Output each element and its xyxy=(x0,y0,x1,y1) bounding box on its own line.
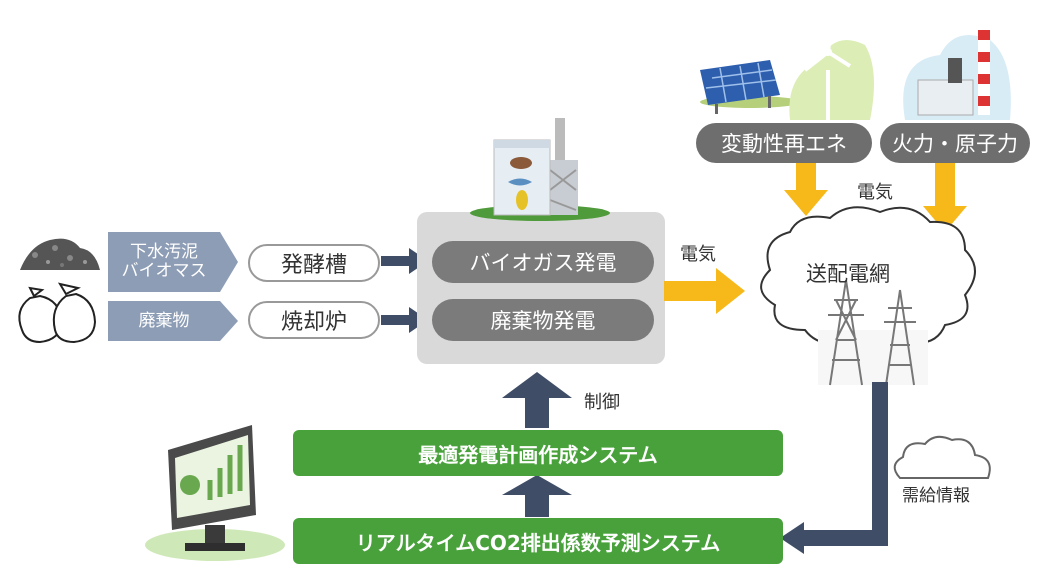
input-label-waste: 廃棄物 xyxy=(108,301,220,341)
process-incinerator: 焼却炉 xyxy=(248,301,380,339)
monitor-icon xyxy=(145,425,285,561)
input-label-sludge: 下水汚泥バイオマス xyxy=(108,232,220,292)
garbage-bags-icon xyxy=(18,282,97,344)
control-arrows xyxy=(502,372,572,517)
electricity-label-top: 電気 xyxy=(857,182,893,203)
biogas-plant-icon xyxy=(470,118,610,221)
source-renewable: 変動性再エネ xyxy=(696,123,872,163)
planning-system: 最適発電計画作成システム xyxy=(293,430,783,476)
grid-cloud xyxy=(760,206,976,349)
electricity-label-mid: 電気 xyxy=(680,244,716,265)
gen-biogas: バイオガス発電 xyxy=(432,241,654,283)
grid-label: 送配電網 xyxy=(806,262,890,286)
forecast-system: リアルタイムCO2排出係数予測システム xyxy=(293,518,783,564)
thermal-plant-icon xyxy=(903,20,1011,120)
control-label: 制御 xyxy=(584,392,620,413)
source-thermal-nuclear: 火力・原子力 xyxy=(880,123,1030,163)
transmission-tower-icon xyxy=(818,279,928,386)
plant-box xyxy=(417,212,665,364)
info-label: 需給情報 xyxy=(902,486,970,506)
sludge-pile-icon xyxy=(20,238,100,270)
process-fermenter: 発酵槽 xyxy=(248,244,380,282)
solar-panel-icon xyxy=(700,60,800,114)
wind-turbine-icon xyxy=(789,19,874,120)
gen-waste: 廃棄物発電 xyxy=(432,299,654,341)
electricity-arrows xyxy=(664,163,967,314)
cloud-icon xyxy=(893,435,991,479)
